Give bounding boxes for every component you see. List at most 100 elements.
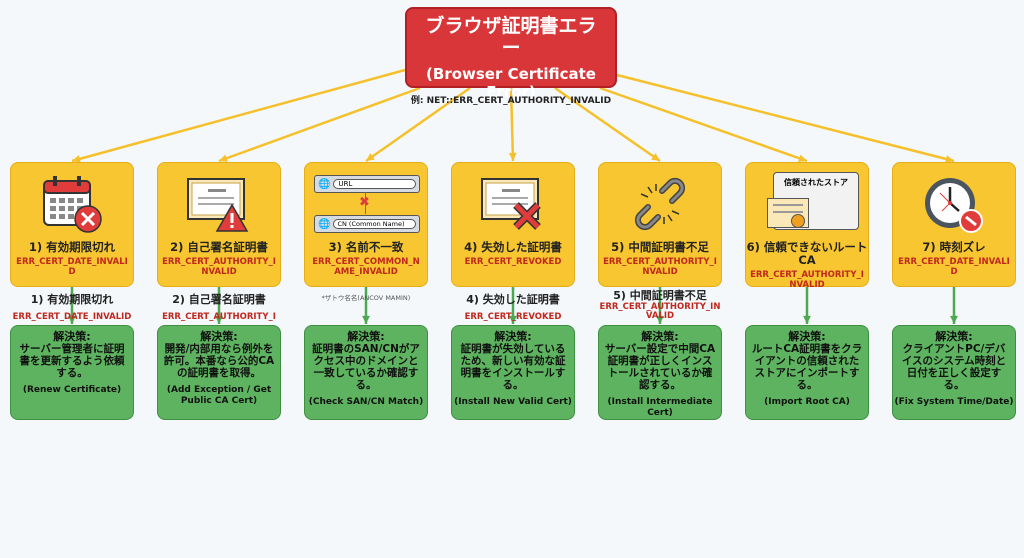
cause-node-2: 2) 自己署名証明書 ERR_CERT_AUTHORITY_INVALID xyxy=(157,162,281,287)
root-title-en: (Browser Certificate Error) xyxy=(426,65,596,101)
solution-body: ルートCA証明書をクライアントの信頼されたストアにインポートする。 xyxy=(751,343,863,391)
duplicate-code: ERR_CERT_REVOKED xyxy=(464,312,562,322)
duplicate-code: ERR_CERT_AUTHORITY_I xyxy=(162,312,276,322)
solution-heading: 解決策: xyxy=(935,330,973,343)
calendar-x-icon xyxy=(11,169,133,239)
solution-en: (Import Root CA) xyxy=(764,397,850,407)
globe-icon: 🌐 xyxy=(318,218,331,230)
duplicate-label: 2) 自己署名証明書 ERR_CERT_AUTHORITY_I xyxy=(157,291,281,322)
fan-arrow-7 xyxy=(616,73,955,163)
duplicate-title: 2) 自己署名証明書 xyxy=(172,293,266,306)
cause-title: 7) 時刻ズレ xyxy=(922,240,986,254)
duplicate-title: 1) 有効期限切れ xyxy=(30,293,114,306)
name-mismatch-icon: 🌐URL ✖ 🌐CN (Common Name) xyxy=(305,169,427,239)
down-arrow-1-head xyxy=(68,315,76,324)
mismatch-x-icon: ✖ xyxy=(359,195,370,210)
solution-node-4: 解決策: 証明書が失効しているため、新しい有効な証明書をインストールする。 (I… xyxy=(451,325,575,420)
duplicate-label: 1) 有効期限切れ ERR_CERT_DATE_INVALID xyxy=(10,291,134,322)
cause-title: 2) 自己署名証明書 xyxy=(170,240,268,254)
seal-icon xyxy=(791,214,805,228)
fan-arrow-2-head xyxy=(219,154,228,162)
error-code: ERR_CERT_AUTHORITY_INVALID xyxy=(162,257,276,277)
fan-arrow-3-head xyxy=(366,153,375,161)
cause-node-6: 信頼されたストア 6) 信頼できないルートCA ERR_CERT_AUTHORI… xyxy=(745,162,869,290)
solution-heading: 解決策: xyxy=(347,330,385,343)
fan-arrow-1-head xyxy=(72,155,81,163)
solution-en: (Check SAN/CN Match) xyxy=(308,397,424,407)
solution-body: サーバー設定で中間CA証明書が正しくインストールされているか確認する。 xyxy=(604,343,716,391)
fan-arrow-4-head xyxy=(508,152,517,161)
solution-node-6: 解決策: ルートCA証明書をクライアントの信頼されたストアにインポートする。 (… xyxy=(745,325,869,420)
url-label: URL xyxy=(333,179,416,189)
down-arrow-2-head xyxy=(215,315,223,324)
globe-icon: 🌐 xyxy=(318,178,331,190)
error-code: ERR_CERT_COMMON_NAME_INVALID xyxy=(312,257,420,277)
certificate-revoked-icon xyxy=(452,169,574,239)
fan-arrow-1 xyxy=(71,68,406,163)
solution-node-7: 解決策: クライアントPC/デバイスのシステム時刻と日付を正しく設定する。 (F… xyxy=(892,325,1016,420)
solution-heading: 解決策: xyxy=(788,330,826,343)
cn-label: CN (Common Name) xyxy=(333,219,416,229)
fan-arrow-7-head xyxy=(945,155,954,163)
error-code: ERR_CERT_DATE_INVALID xyxy=(898,257,1010,277)
duplicate-code: ERR_CERT_DATE_INVALID xyxy=(12,312,132,322)
trusted-store-label: 信頼されたストア xyxy=(784,178,848,187)
solution-en: (Add Exception / Get Public CA Cert) xyxy=(166,385,272,406)
fan-arrow-6 xyxy=(599,86,808,163)
cause-title: 4) 失効した証明書 xyxy=(464,240,562,254)
solution-body: サーバー管理者に証明書を更新するよう依頼する。 xyxy=(19,343,125,379)
duplicate-title: 4) 失効した証明書 xyxy=(466,293,560,306)
duplicate-code: ERR_CERT_AUTHORITY_INVALID xyxy=(599,302,721,321)
garbled-note: *ザトウ名名(ANCOV MAMIN) xyxy=(321,294,411,302)
error-code: ERR_CERT_AUTHORITY_INVALID xyxy=(603,257,717,277)
root-error-node: ブラウザ証明書エラー (Browser Certificate Error) xyxy=(405,7,617,101)
cause-title: 5) 中間証明書不足 xyxy=(611,240,709,254)
cause-title: 3) 名前不一致 xyxy=(328,240,404,254)
solution-en: (Install New Valid Cert) xyxy=(454,397,572,407)
fan-arrow-2 xyxy=(218,86,421,163)
fan-arrow-6-head xyxy=(798,154,807,162)
cause-node-5: 5) 中間証明書不足 ERR_CERT_AUTHORITY_INVALID xyxy=(598,162,722,287)
error-code: ERR_CERT_DATE_INVALID xyxy=(16,257,128,277)
clock-error-icon xyxy=(893,169,1015,239)
cause-node-4: 4) 失効した証明書 ERR_CERT_REVOKED xyxy=(451,162,575,287)
certificate-warning-icon xyxy=(158,169,280,239)
fan-arrow-5 xyxy=(554,86,661,163)
duplicate-label: 4) 失効した証明書 ERR_CERT_REVOKED xyxy=(451,291,575,322)
cause-node-7: 7) 時刻ズレ ERR_CERT_DATE_INVALID xyxy=(892,162,1016,287)
fan-arrow-5-head xyxy=(651,153,660,161)
cause-node-1: 1) 有効期限切れ ERR_CERT_DATE_INVALID xyxy=(10,162,134,287)
down-arrow-6-head xyxy=(803,315,811,324)
solution-body: 証明書が失効しているため、新しい有効な証明書をインストールする。 xyxy=(460,343,566,391)
solution-en: (Renew Certificate) xyxy=(22,385,122,395)
solution-heading: 解決策: xyxy=(53,330,91,343)
cause-title: 6) 信頼できないルートCA xyxy=(746,240,868,267)
broken-chain-icon xyxy=(599,169,721,239)
solution-en: (Fix System Time/Date) xyxy=(894,397,1014,407)
solution-en: (Install Intermediate Cert) xyxy=(607,397,713,418)
fan-arrow-3 xyxy=(365,86,471,163)
solution-heading: 解決策: xyxy=(494,330,532,343)
solution-body: クライアントPC/デバイスのシステム時刻と日付を正しく設定する。 xyxy=(901,343,1007,391)
down-arrow-7-head xyxy=(950,315,958,324)
trusted-store-icon: 信頼されたストア xyxy=(746,169,868,239)
solution-body: 開発/内部用なら例外を許可。本番なら公的CAの証明書を取得。 xyxy=(163,343,275,379)
error-code: ERR_CERT_AUTHORITY_INVALID xyxy=(750,270,864,290)
duplicate-title: 5) 中間証明書不足 xyxy=(613,289,707,302)
solution-heading: 解決策: xyxy=(200,330,238,343)
cause-node-3: 🌐URL ✖ 🌐CN (Common Name) 3) 名前不一致 ERR_CE… xyxy=(304,162,428,287)
solution-node-2: 解決策: 開発/内部用なら例外を許可。本番なら公的CAの証明書を取得。 (Add… xyxy=(157,325,281,420)
down-arrow-3-head xyxy=(362,315,370,324)
root-title-jp: ブラウザ証明書エラー xyxy=(425,15,597,59)
root-example: 例: NET::ERR_CERT_AUTHORITY_INVALID xyxy=(410,96,612,106)
solution-node-5: 解決策: サーバー設定で中間CA証明書が正しくインストールされているか確認する。… xyxy=(598,325,722,420)
down-arrow-4-head xyxy=(509,315,517,324)
cause-title: 1) 有効期限切れ xyxy=(28,240,116,254)
fan-arrow-4 xyxy=(509,87,515,162)
solution-node-3: 解決策: 証明書のSAN/CNがアクセス中のドメインと一致しているか確認する。 … xyxy=(304,325,428,420)
error-code: ERR_CERT_REVOKED xyxy=(464,257,562,267)
down-arrow-5-head xyxy=(656,315,664,324)
solution-heading: 解決策: xyxy=(641,330,679,343)
